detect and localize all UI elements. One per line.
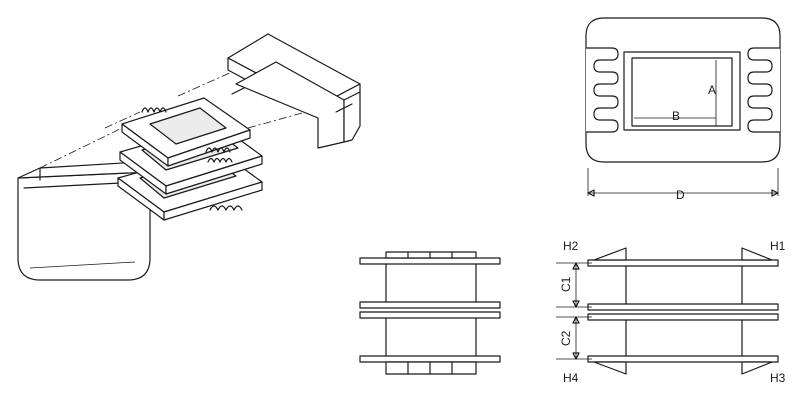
label-A: A: [708, 83, 716, 97]
label-D: D: [676, 188, 685, 202]
exploded-isometric-view: [17, 33, 361, 281]
label-H4: H4: [563, 371, 579, 385]
label-B: B: [672, 109, 680, 123]
label-C1: C1: [559, 276, 573, 292]
label-C2: C2: [559, 330, 573, 346]
label-H1: H1: [770, 239, 786, 253]
side-view-dimensioned: [556, 247, 779, 375]
label-H3: H3: [770, 371, 786, 385]
label-H2: H2: [563, 239, 579, 253]
top-bobbin-flange: [121, 97, 251, 167]
right-core-half: [227, 33, 361, 149]
side-view: [359, 251, 501, 375]
top-view: [585, 17, 781, 197]
